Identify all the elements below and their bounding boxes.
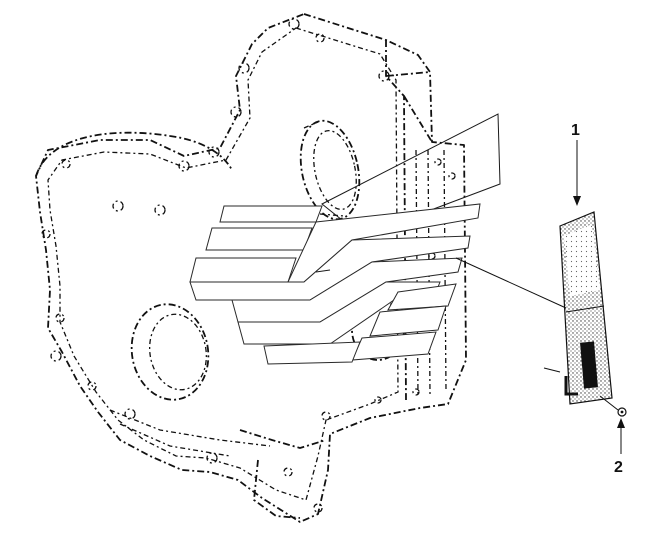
- housing-outer-outline: [35, 13, 467, 523]
- logo-bar-3: [189, 257, 297, 283]
- decal-dark-bar: [580, 341, 598, 389]
- leader-lines: [455, 140, 625, 454]
- housing-upper-bore-inner: [313, 130, 357, 210]
- callout-2: 2: [614, 459, 623, 476]
- logo-bottom-bar: [263, 341, 361, 365]
- logo-step-2: [369, 305, 447, 337]
- logo-bar-1: [219, 205, 323, 223]
- logo-step-1: [387, 283, 457, 311]
- logo-bar-2: [205, 227, 313, 251]
- decal-divider-line: [565, 305, 605, 313]
- decal-upper-print: [564, 224, 600, 296]
- housing-lower-bracket: [239, 429, 327, 519]
- leader-decal-stub: [543, 367, 561, 373]
- housing-upper-lobe: [35, 131, 233, 177]
- arrow-callout-1: [573, 196, 581, 206]
- leader-decal-to-screw: [599, 395, 619, 411]
- decal-screw: [617, 407, 627, 417]
- housing-bottom-flange: [109, 409, 271, 457]
- leader-housing-to-decal: [455, 257, 567, 309]
- arrow-callout-2: [617, 418, 625, 428]
- housing-lower-bore: [130, 303, 210, 401]
- housing-bolt-holes: [41, 18, 456, 513]
- housing-upper-bore-depth: [303, 121, 345, 217]
- callout-1: 1: [571, 122, 580, 139]
- logo-tick: [315, 269, 331, 273]
- logo-step-3: [351, 331, 437, 361]
- housing-inner-rim: [47, 27, 399, 501]
- warning-decal: [559, 211, 613, 405]
- chevron-logo: [189, 113, 501, 365]
- decal-corner-mark: [564, 376, 578, 396]
- housing-lower-bore-inner: [148, 313, 208, 391]
